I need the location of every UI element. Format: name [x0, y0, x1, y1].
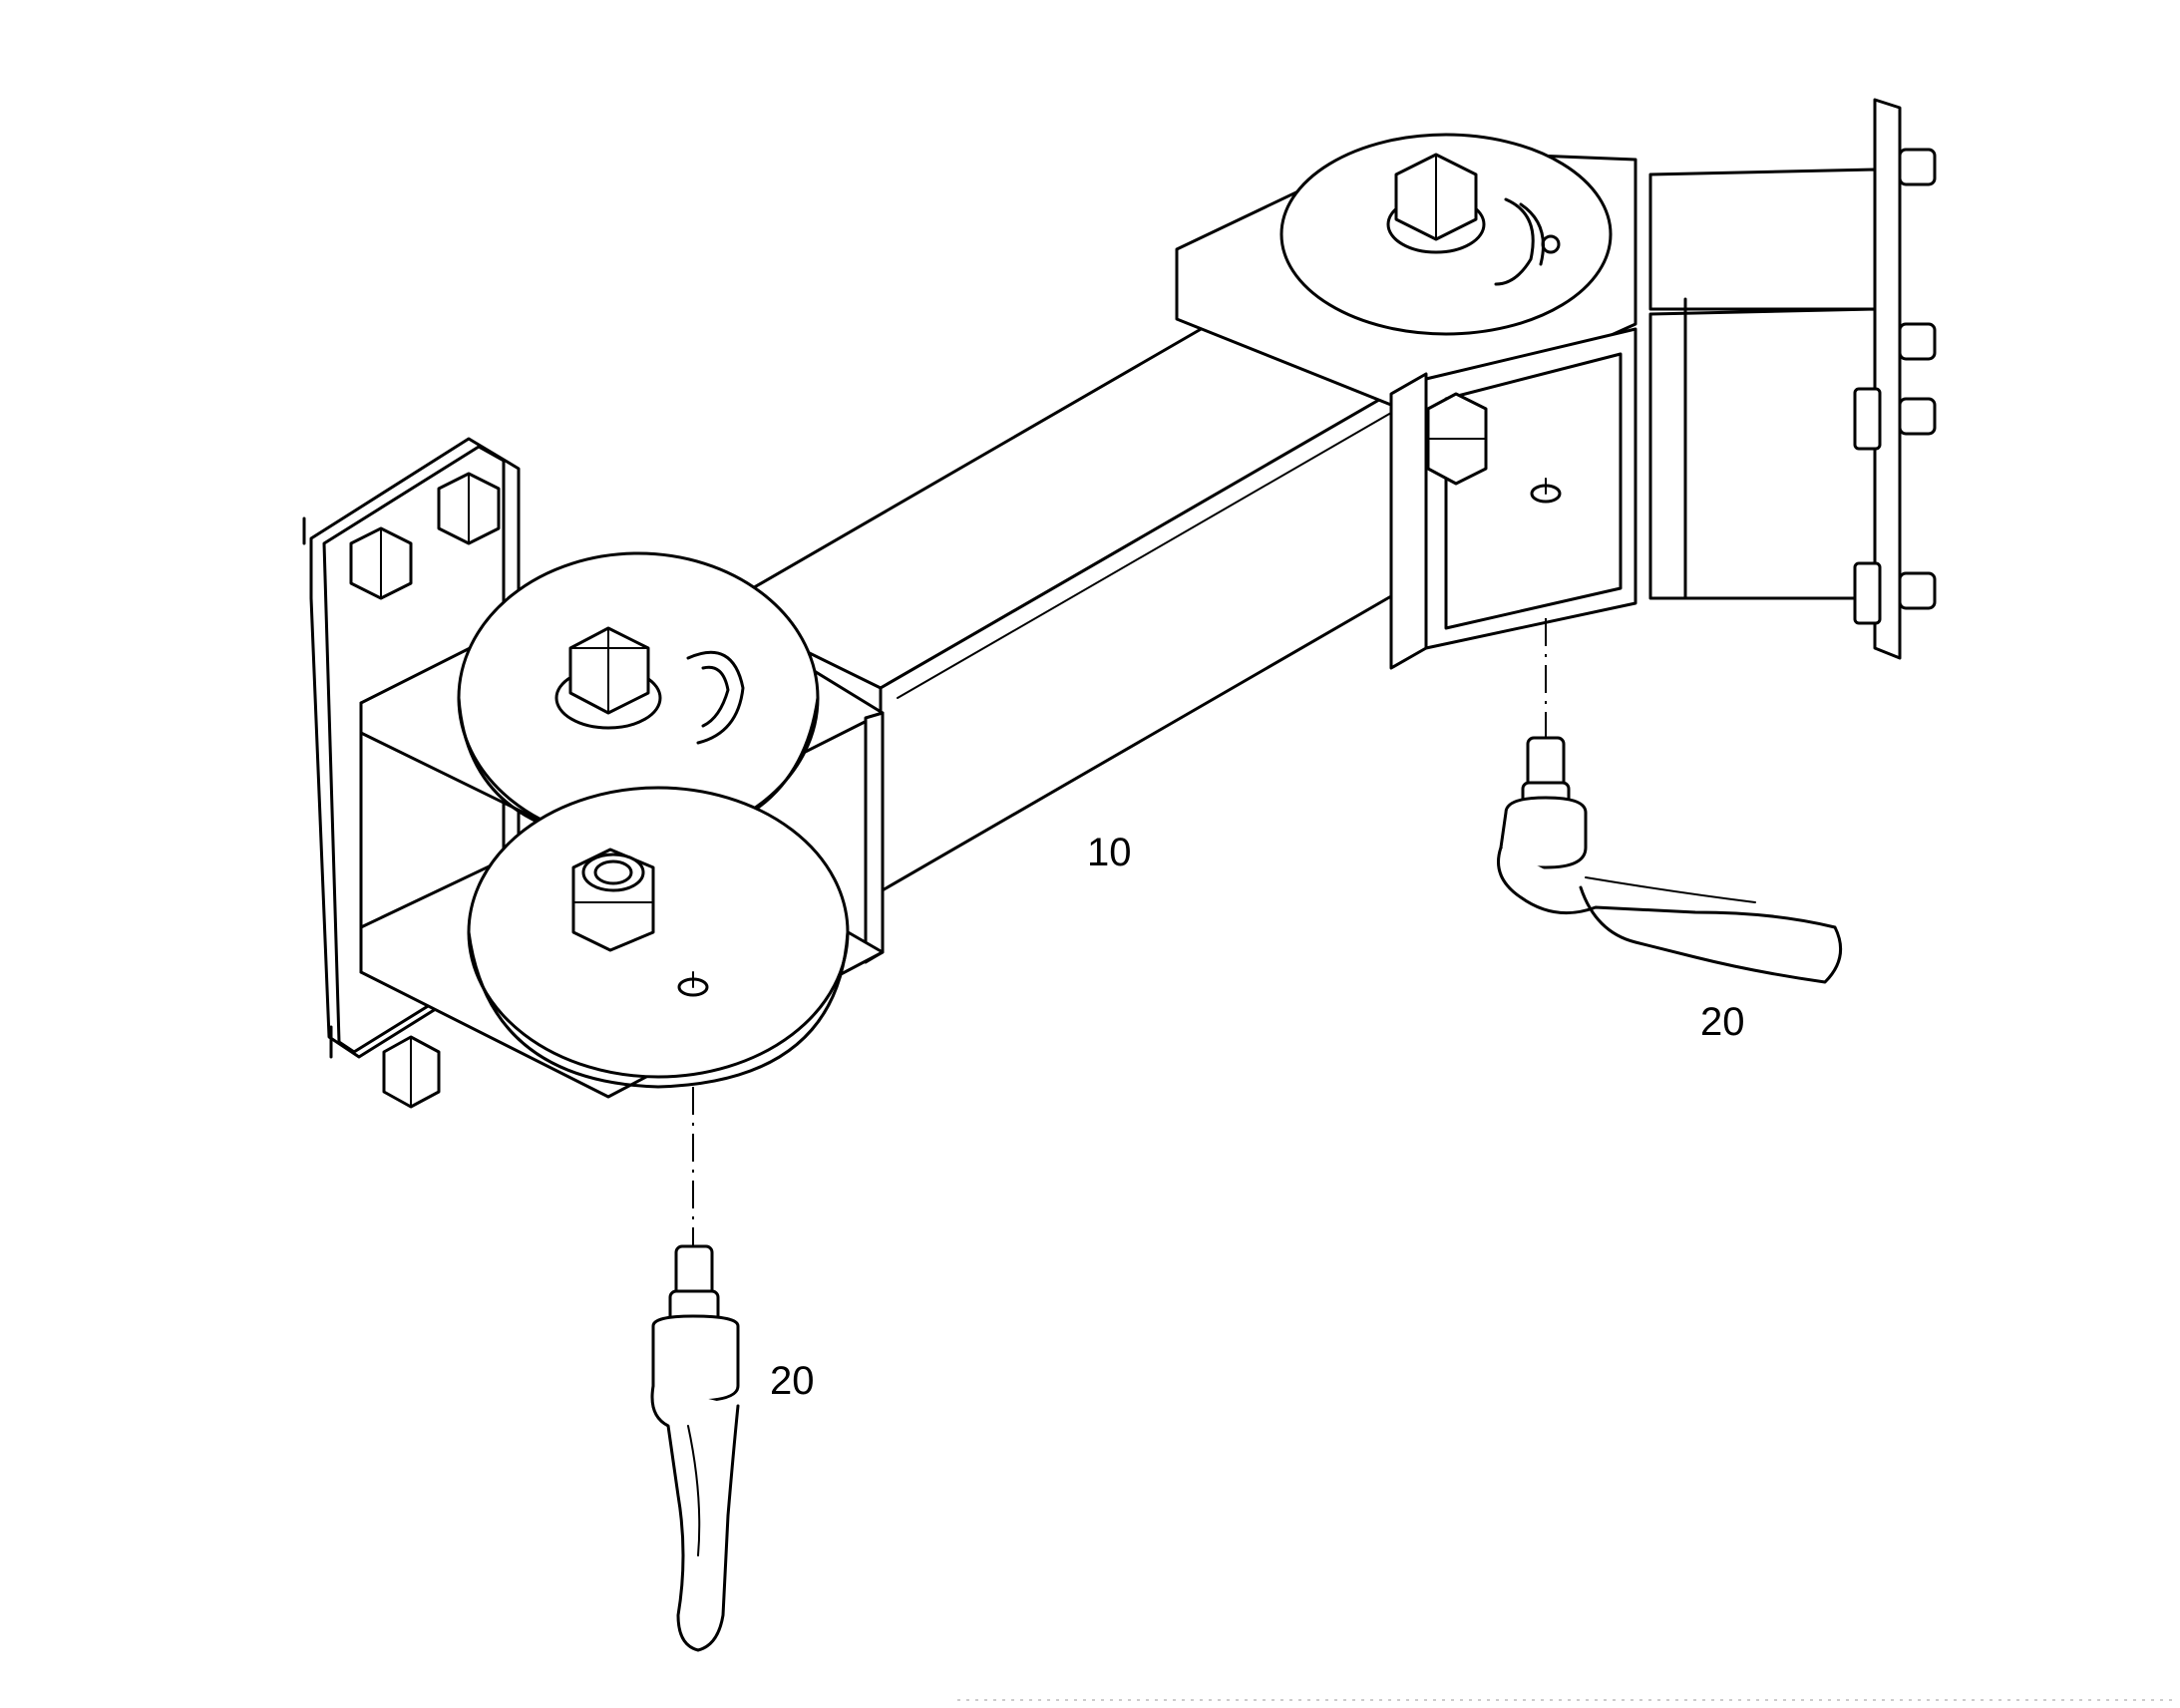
hex-nut-icon	[349, 526, 413, 600]
lock-nut-icon	[571, 848, 655, 952]
pivot-bracket-left	[359, 551, 885, 1099]
wall-mount-right	[1648, 98, 1937, 660]
clamping-lever-bottom	[650, 1244, 740, 1652]
clamping-lever-right	[1497, 736, 1843, 984]
callout-10: 10	[1087, 831, 1132, 874]
hex-nut-icon	[1853, 561, 1882, 625]
lock-nut-icon	[1426, 392, 1488, 486]
hex-nut-icon	[437, 472, 501, 545]
hex-nut-icon	[382, 1035, 441, 1109]
stud-icon	[1898, 571, 1937, 610]
stud-icon	[1898, 397, 1937, 436]
callout-20-right: 20	[1700, 1000, 1745, 1044]
square-tube	[716, 311, 1393, 893]
pivot-bracket-right	[1175, 133, 1637, 670]
stud-icon	[1898, 148, 1937, 186]
hex-nut-icon	[1853, 387, 1882, 451]
hex-bolt-head-icon	[554, 626, 662, 730]
hex-bolt-head-icon	[1386, 153, 1486, 254]
callout-20-bottom: 20	[770, 1359, 815, 1403]
stud-icon	[1898, 322, 1937, 361]
